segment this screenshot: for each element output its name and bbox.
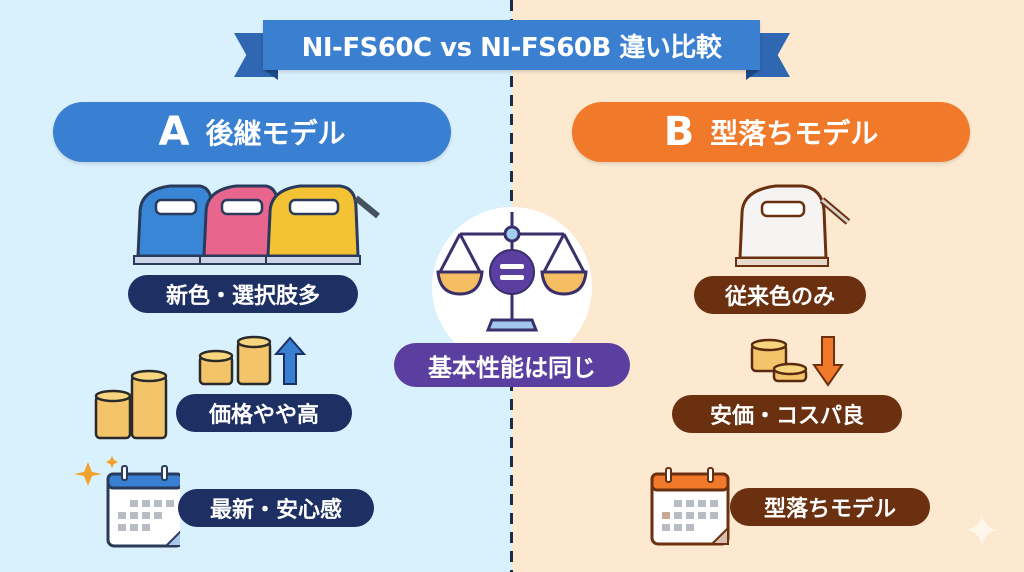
feature-pill-older-model: 型落ちモデル [730, 488, 930, 526]
feature-pill-standard-colors: 従来色のみ [694, 276, 866, 314]
ribbon-fold-right [746, 70, 760, 80]
center-label-same-performance: 基本性能は同じ [394, 343, 630, 387]
colorful-irons-icon [133, 184, 380, 265]
model-a-title: 後継モデル [205, 117, 346, 150]
coins-up-arrow-icon [94, 335, 307, 440]
calendar-sparkle-icon [74, 456, 180, 548]
model-b-title: 型落ちモデル [710, 117, 879, 150]
coins-down-arrow-icon [750, 336, 844, 387]
feature-pill-cheap-value: 安価・コスパ良 [672, 395, 902, 433]
white-iron-icon [735, 184, 851, 267]
model-a-letter: A [158, 109, 190, 155]
page-title: NI-FS60C vs NI-FS60B 違い比較 [263, 20, 760, 70]
ribbon-fold-left [264, 70, 278, 80]
feature-pill-new-colors: 新色・選択肢多 [128, 275, 358, 313]
feature-pill-latest-safe: 最新・安心感 [178, 489, 374, 527]
model-b-letter: B [663, 109, 695, 155]
sparkle-icon [966, 514, 998, 546]
model-b-header: B 型落ちモデル [572, 102, 970, 162]
model-a-header: A 後継モデル [53, 102, 451, 162]
calendar-icon [650, 467, 730, 546]
balance-scale-equal-icon [436, 212, 588, 332]
feature-pill-price-high: 価格やや高 [176, 394, 352, 432]
